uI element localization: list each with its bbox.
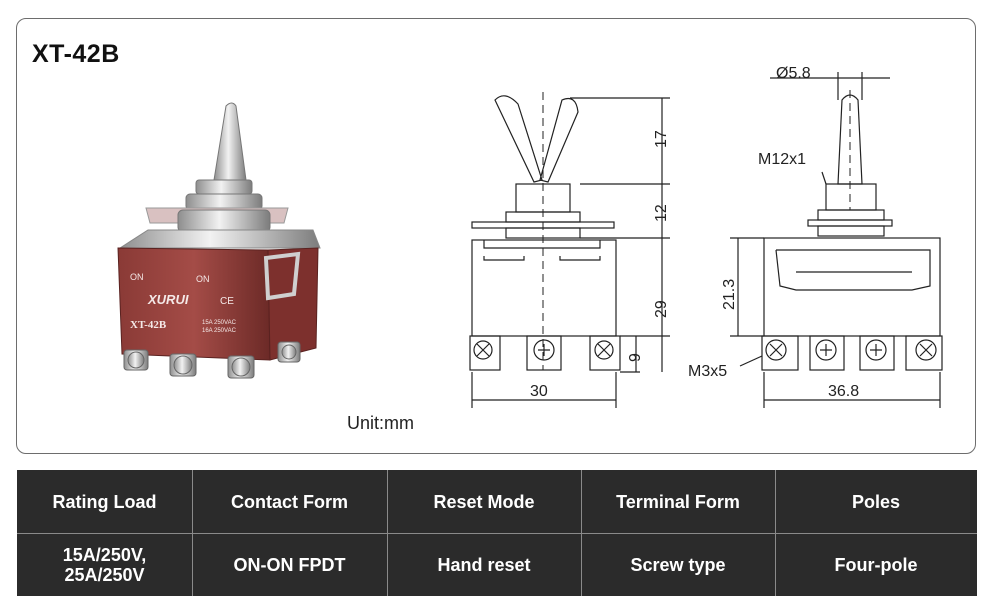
spec-value-terminal-form: Screw type: [630, 554, 726, 575]
photo-model-print: XT-42B: [130, 319, 167, 331]
dim-screw: M3x5: [688, 363, 727, 380]
photo-ce-mark: CE: [220, 296, 234, 307]
spec-header-rating-load: Rating Load: [52, 491, 157, 512]
spec-value-reset-mode: Hand reset: [437, 554, 531, 575]
product-photo: ON ON XURUI CE XT-42B 15A 250VAC 16A 250…: [117, 102, 321, 379]
dim-side-height: 21.3: [721, 279, 738, 310]
dim-body-height: 29: [653, 300, 670, 318]
spec-header-contact-form: Contact Form: [231, 491, 348, 512]
dim-terminal-height: 9: [627, 353, 644, 362]
dim-lever-height: 17: [653, 130, 670, 148]
photo-brand: XURUI: [147, 292, 189, 307]
spec-table: Rating Load Contact Form Reset Mode Term…: [17, 470, 977, 596]
dim-thread: M12x1: [758, 151, 806, 168]
spec-value-contact-form: ON-ON FPDT: [233, 554, 346, 575]
spec-row-divider: [17, 533, 977, 534]
product-panel: [16, 18, 976, 454]
unit-label: Unit:mm: [347, 413, 414, 433]
dim-body-width: 30: [530, 383, 548, 400]
spec-value-rating-load: 15A/250V, 25A/250V: [62, 544, 147, 585]
photo-rating-2: 16A 250VAC: [202, 328, 237, 334]
spec-col-divider: [387, 470, 388, 596]
spec-header-terminal-form: Terminal Form: [616, 491, 740, 512]
photo-on-right: ON: [196, 274, 210, 284]
dim-shaft-diameter: Ø5.8: [776, 65, 811, 82]
spec-header-poles: Poles: [851, 491, 901, 512]
model-title: XT-42B: [32, 40, 120, 68]
dimension-drawing: 17 12 29 9 30 Ø5.8 M12x1 21.3 M3x5 36.8: [469, 65, 943, 408]
spec-col-divider: [192, 470, 193, 596]
spec-col-divider: [775, 470, 776, 596]
spec-value-poles: Four-pole: [834, 554, 918, 575]
spec-header-reset-mode: Reset Mode: [433, 491, 535, 512]
spec-col-divider: [581, 470, 582, 596]
dim-side-width: 36.8: [828, 383, 859, 400]
dim-bushing-height: 12: [653, 204, 670, 222]
photo-rating-1: 15A 250VAC: [202, 320, 237, 326]
photo-on-left: ON: [130, 272, 144, 282]
